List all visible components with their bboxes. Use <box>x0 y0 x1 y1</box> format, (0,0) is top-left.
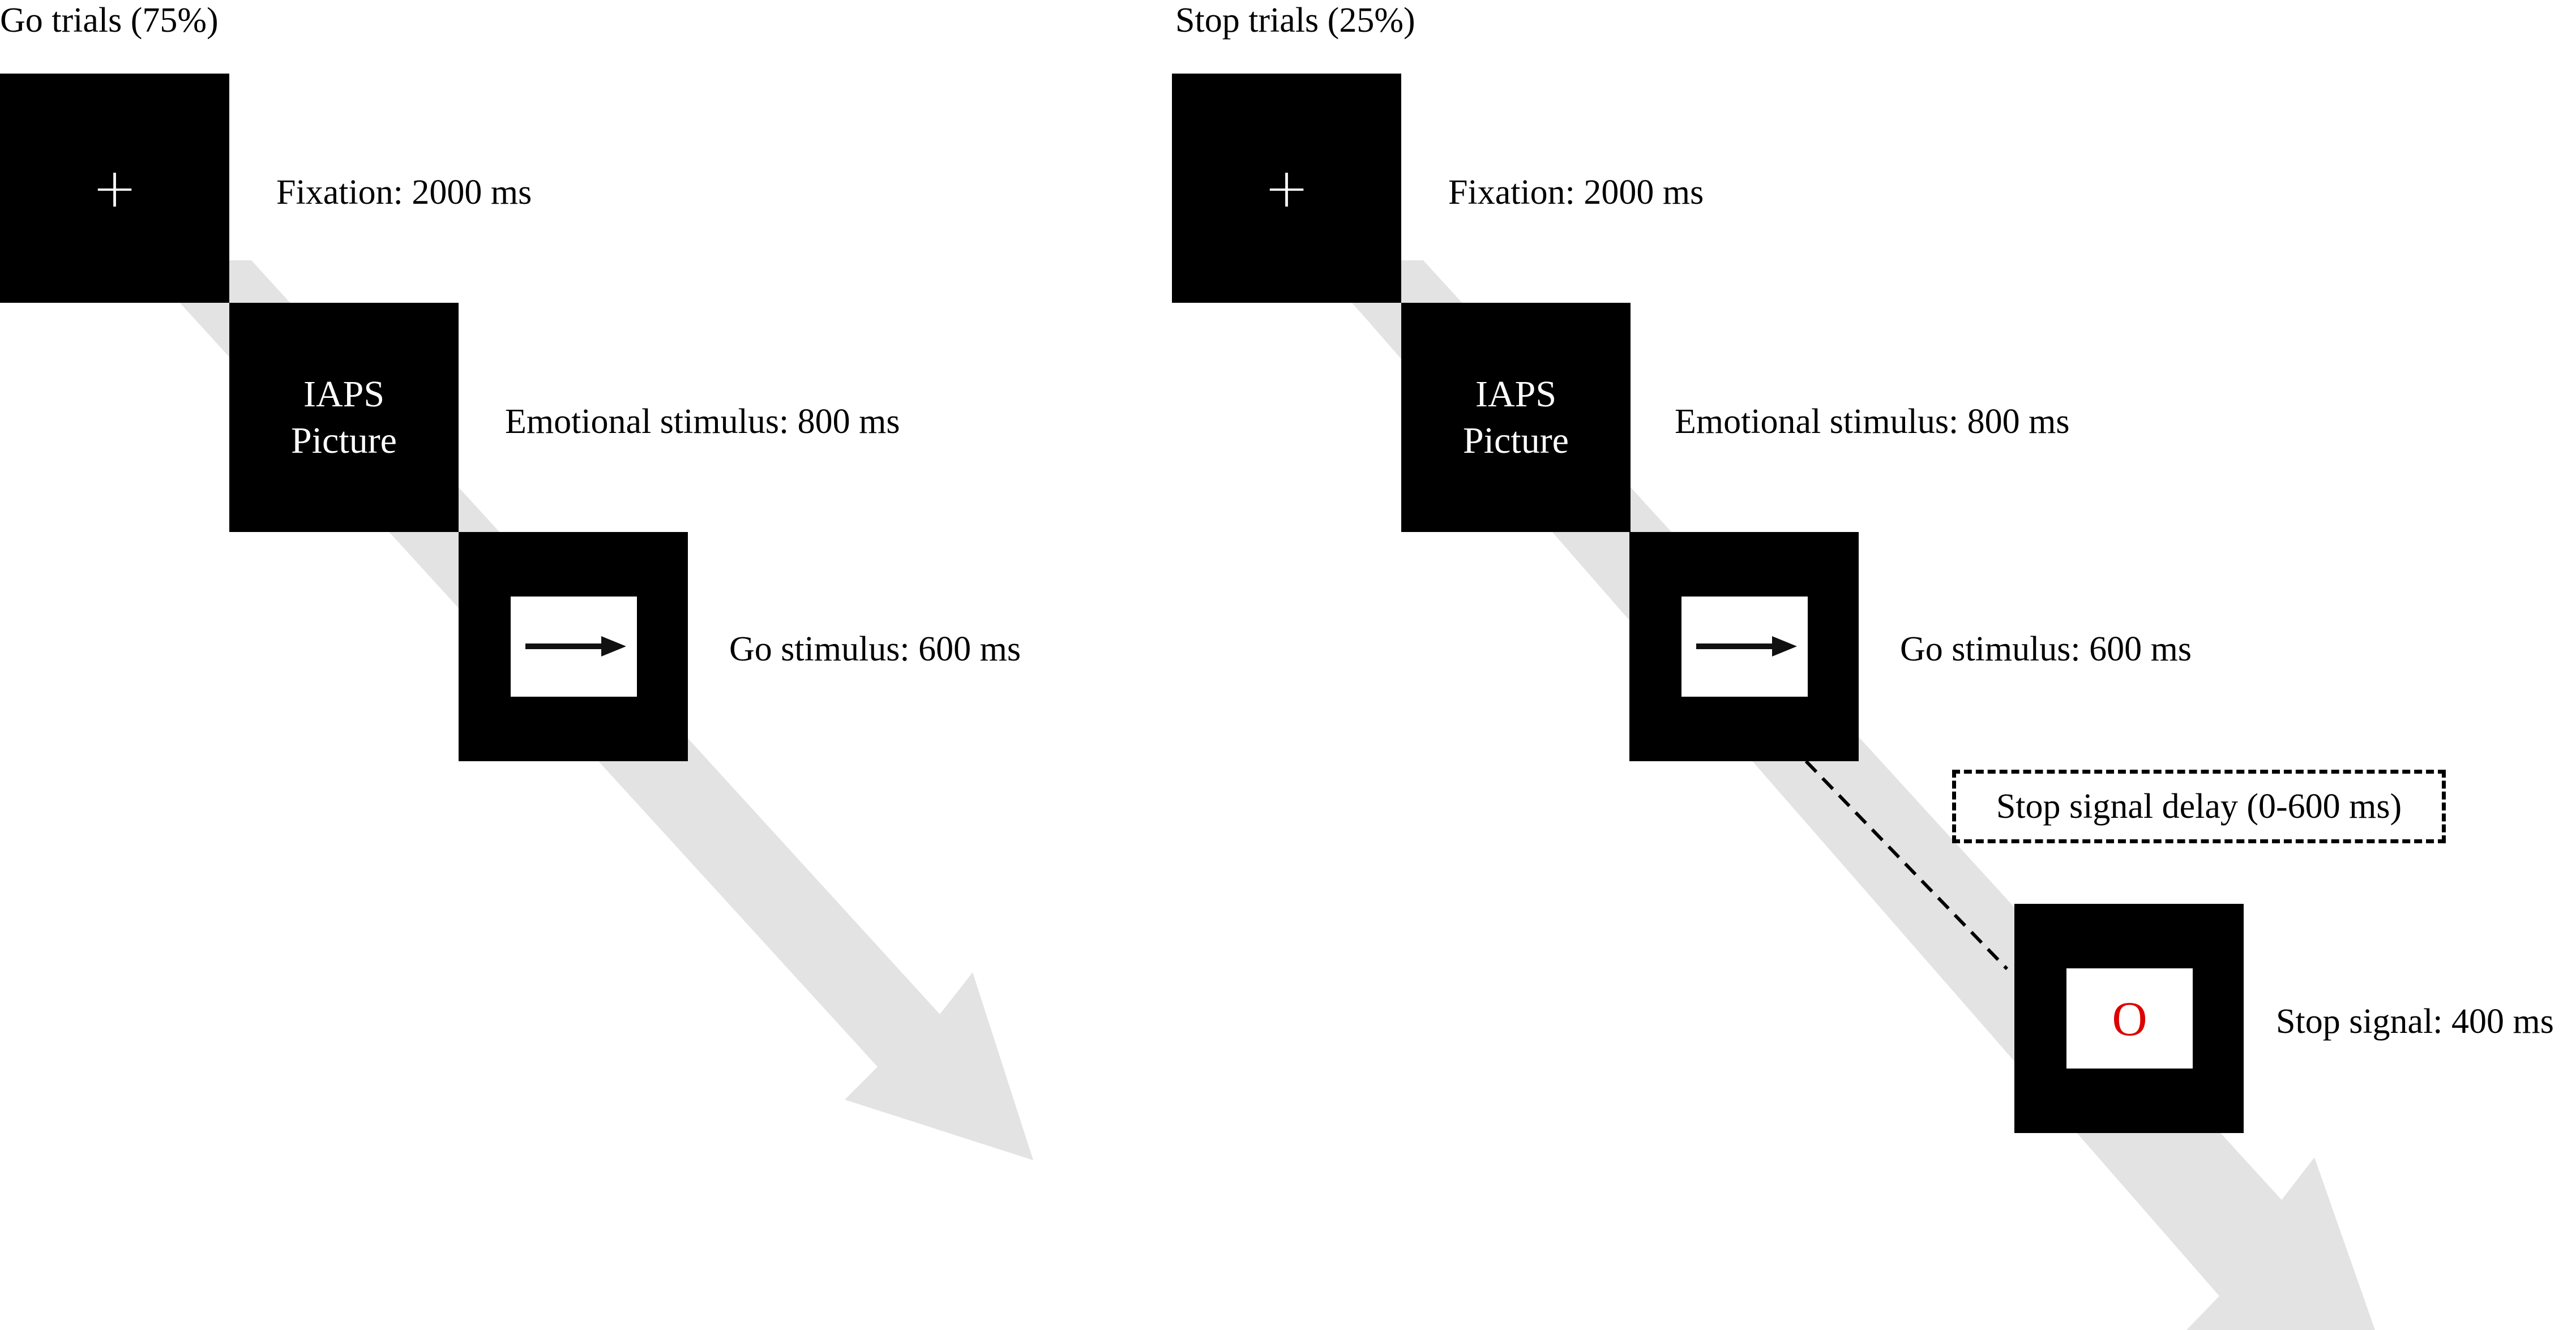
picture-line: Picture <box>1463 419 1569 461</box>
stop-signal-delay-box: Stop signal delay (0-600 ms) <box>1952 770 2446 843</box>
stop-signal-delay-label: Stop signal delay (0-600 ms) <box>1996 787 2402 826</box>
stop-trials-panel: Stop trials (25%) + Fixation: 2000 ms IA… <box>1172 0 2554 1330</box>
go-stimulus-window <box>511 597 637 697</box>
emotional-stimulus-label: Emotional stimulus: 800 ms <box>505 402 900 441</box>
go-stimulus-label: Go stimulus: 600 ms <box>1900 630 2192 668</box>
stop-signal-window: O <box>2066 968 2193 1069</box>
fixation-cross: + <box>1264 157 1310 220</box>
go-trials-panel: Go trials (75%) + Fixation: 2000 ms IAPS… <box>0 1 1033 1160</box>
delay-dashed-line <box>1804 760 2009 971</box>
emotional-stimulus-label: Emotional stimulus: 800 ms <box>1675 402 2070 441</box>
go-stimulus-screen <box>459 532 688 761</box>
fixation-screen: + <box>1172 74 1401 303</box>
right-arrow-icon <box>525 636 626 657</box>
emotional-stimulus-screen: IAPS Picture <box>229 303 459 532</box>
fixation-label: Fixation: 2000 ms <box>1448 173 1704 212</box>
panel-title: Go trials (75%) <box>0 1 219 40</box>
stop-signal-label: Stop signal: 400 ms <box>2276 1002 2554 1041</box>
right-arrow-icon <box>1696 636 1797 657</box>
go-stimulus-window <box>1681 597 1808 697</box>
fixation-label: Fixation: 2000 ms <box>276 173 532 212</box>
stop-signal-screen: O <box>2014 904 2244 1133</box>
stop-signal-symbol: O <box>2112 991 2147 1046</box>
picture-line: Picture <box>291 419 397 461</box>
go-stimulus-label: Go stimulus: 600 ms <box>729 630 1021 668</box>
iaps-line: IAPS <box>1475 373 1557 415</box>
iaps-line: IAPS <box>303 373 385 415</box>
emotional-stimulus-screen: IAPS Picture <box>1401 303 1631 532</box>
fixation-cross: + <box>92 157 138 220</box>
panel-title: Stop trials (25%) <box>1175 1 1415 40</box>
go-stimulus-screen <box>1629 532 1859 761</box>
iaps-picture-text: IAPS Picture <box>1401 303 1631 532</box>
fixation-screen: + <box>0 74 229 303</box>
iaps-picture-text: IAPS Picture <box>229 303 459 532</box>
